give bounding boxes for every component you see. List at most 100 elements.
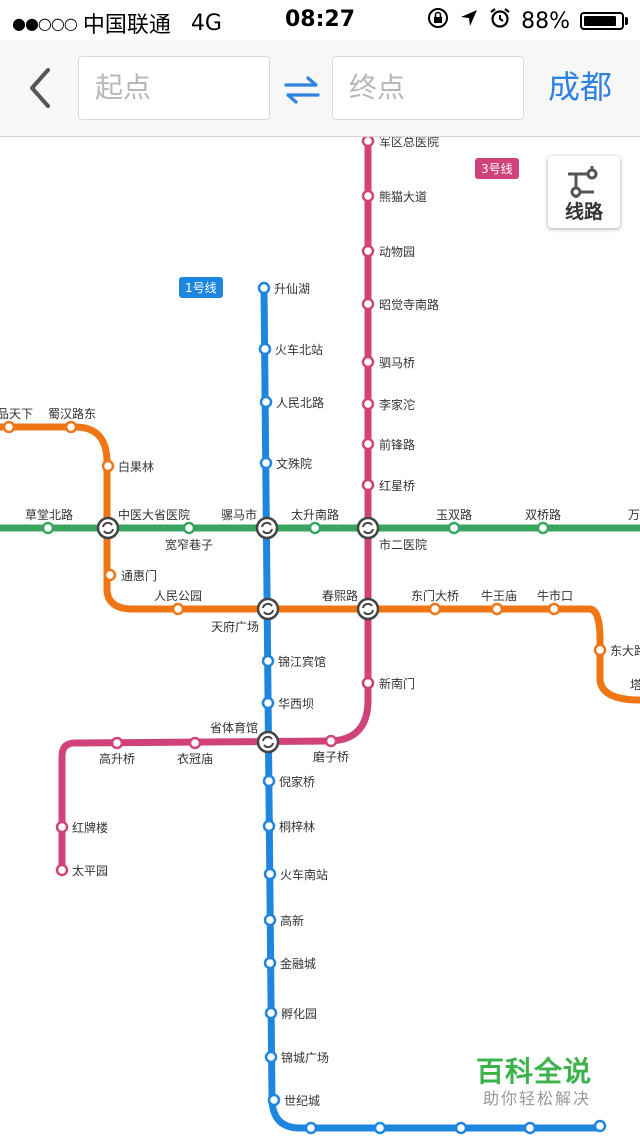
- status-right: 88%: [427, 7, 628, 35]
- line-1-stations: [257, 281, 607, 1135]
- station-dot: [171, 602, 185, 616]
- transfer-icon: [96, 516, 120, 540]
- station-label: 昭觉寺南路: [379, 297, 439, 312]
- line-3-tag[interactable]: 3号线: [475, 158, 519, 179]
- station-dot: [361, 297, 375, 311]
- location-arrow-icon: [459, 8, 479, 34]
- station-dot: [110, 736, 124, 750]
- city-selector[interactable]: 成都: [548, 68, 613, 106]
- station-dot: [55, 863, 69, 877]
- station-label: 市二医院: [379, 537, 427, 552]
- watermark-title: 百科全说: [476, 1055, 593, 1088]
- station-dot: [264, 1006, 278, 1020]
- station-dot: [361, 355, 375, 369]
- station-label: 军区总医院: [379, 137, 439, 149]
- transfer-icon: [255, 516, 279, 540]
- station-label: 桐梓林: [279, 819, 315, 834]
- station-dot: [257, 281, 271, 295]
- rotation-lock-icon: [427, 7, 449, 35]
- transfer-stations: [96, 516, 380, 754]
- station-label: 红牌楼: [72, 820, 108, 835]
- station-dot: [267, 1093, 281, 1107]
- station-label: 塔: [630, 678, 640, 692]
- station-label: 驷马桥: [379, 356, 415, 370]
- station-label: 锦城广场: [281, 1051, 329, 1065]
- battery-icon: [580, 12, 628, 30]
- station-label: 草堂北路: [25, 507, 73, 522]
- station-label: 升仙湖: [274, 281, 310, 296]
- station-dot: [64, 420, 78, 434]
- station-dot: [324, 734, 338, 748]
- route-lines-button[interactable]: 线路: [548, 156, 620, 228]
- station-label: 磨子桥: [313, 750, 349, 764]
- station-dot: [308, 521, 322, 535]
- station-dot: [361, 676, 375, 690]
- route-search-bar: 起点 终点 成都: [0, 40, 640, 137]
- station-label: 骡马市: [221, 507, 257, 522]
- swap-button[interactable]: [282, 70, 322, 110]
- station-label: 通惠门: [121, 568, 157, 583]
- station-dot: [373, 1121, 387, 1135]
- station-label: 衣冠庙: [177, 751, 213, 766]
- station-dot: [262, 819, 276, 833]
- station-dot: [2, 420, 16, 434]
- station-label: 前锋路: [379, 437, 415, 452]
- station-label: 宽窄巷子: [165, 537, 213, 552]
- station-label: 火车北站: [275, 342, 323, 357]
- station-label: 中医大省医院: [118, 507, 190, 522]
- station-dot: [55, 820, 69, 834]
- station-label: 火车南站: [280, 867, 328, 882]
- line-1-path: [260, 287, 600, 1132]
- line-3-stations: [55, 137, 375, 877]
- start-station-input[interactable]: 起点: [78, 56, 270, 120]
- station-label: 人民公园: [154, 589, 202, 603]
- end-station-input[interactable]: 终点: [332, 56, 524, 120]
- station-dot: [304, 1121, 318, 1135]
- station-dot: [264, 1050, 278, 1064]
- station-label: 新南门: [379, 676, 415, 691]
- status-bar: ●●○○○ 中国联通 4G 08:27 88%: [0, 0, 640, 40]
- metro-map[interactable]: 军区总医院 熊猫大道 动物园 昭觉寺南路 驷马桥 李家沱 前锋路 红星桥 升仙湖…: [0, 137, 640, 1136]
- station-label: 牛市口: [537, 588, 573, 603]
- route-icon: [568, 166, 598, 198]
- battery-percent: 88%: [521, 8, 570, 34]
- station-label: 白果林: [118, 459, 154, 474]
- station-label: 蜀汉路东: [48, 406, 96, 421]
- station-dot: [101, 459, 115, 473]
- station-label: 华西坝: [278, 697, 314, 711]
- line-2-stations: [2, 420, 607, 657]
- station-dot: [593, 1119, 607, 1133]
- station-dot: [361, 189, 375, 203]
- route-button-label: 线路: [564, 201, 603, 223]
- station-dot: [41, 521, 55, 535]
- station-label: 金融城: [280, 956, 316, 971]
- station-dot: [454, 1121, 468, 1135]
- station-label: 品天下: [0, 407, 33, 421]
- station-dot: [361, 397, 375, 411]
- transfer-icon: [256, 597, 280, 621]
- station-labels: 军区总医院 熊猫大道 动物园 昭觉寺南路 驷马桥 李家沱 前锋路 红星桥 升仙湖…: [0, 137, 640, 1108]
- station-dot: [361, 437, 375, 451]
- station-label: 文殊院: [276, 456, 312, 471]
- station-label: 熊猫大道: [379, 189, 427, 204]
- station-dot: [261, 696, 275, 710]
- station-label: 李家沱: [379, 397, 415, 412]
- station-dot: [103, 568, 117, 582]
- carrier-label: 中国联通: [82, 13, 171, 38]
- station-label: 锦江宾馆: [278, 654, 326, 669]
- station-dot: [182, 521, 196, 535]
- station-dot: [523, 1121, 537, 1135]
- station-label: 天府广场: [211, 619, 259, 634]
- station-label: 世纪城: [284, 1094, 320, 1108]
- station-label: 省体育馆: [210, 720, 258, 735]
- station-label: 东大路: [610, 643, 640, 658]
- station-label: 倪家桥: [279, 774, 315, 789]
- metro-map-canvas[interactable]: 军区总医院 熊猫大道 动物园 昭觉寺南路 驷马桥 李家沱 前锋路 红星桥 升仙湖…: [0, 137, 640, 1136]
- station-label: 玉双路: [436, 507, 472, 522]
- station-label: 太平园: [72, 863, 108, 878]
- back-button[interactable]: [20, 62, 60, 114]
- station-label: 春熙路: [322, 588, 358, 603]
- alarm-icon: [489, 7, 511, 35]
- station-dot: [259, 456, 273, 470]
- line-1-tag[interactable]: 1号线: [179, 277, 223, 298]
